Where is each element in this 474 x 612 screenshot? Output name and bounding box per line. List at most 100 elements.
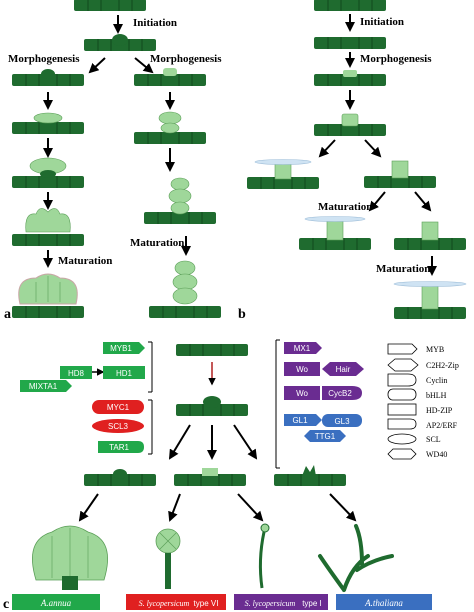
factor-mixta1: MIXTA1 [29, 382, 58, 391]
arrow [88, 57, 106, 74]
trichome-stalk-icon [62, 576, 78, 590]
arrow [318, 139, 336, 158]
caption-s-lycopersicum-type-vi: S. lycopersicum type VI [126, 594, 226, 610]
factor-wo: Wo [296, 365, 308, 374]
wd40-shape [304, 430, 346, 442]
legend-cyclin: Cyclin [426, 376, 447, 385]
cuticle-icon [254, 159, 312, 165]
stem-cell-row-icon [73, 0, 147, 12]
caption-species: S. lycopersicum [245, 599, 296, 608]
legend-bhlh-icon [387, 388, 417, 401]
morphogenesis-label-a: Morphogenesis [8, 53, 80, 65]
ap2erf-shape [98, 441, 144, 453]
maturation-label-b: Maturation [130, 237, 184, 249]
maturation-label-panel-b-2: Maturation [376, 263, 430, 275]
legend-ap2erf-icon [387, 418, 417, 430]
trichome-cell-icon [40, 170, 56, 178]
arrow [168, 493, 181, 522]
panel-b-label: b [238, 307, 246, 322]
stem-cell-row-icon [133, 131, 207, 145]
trichome-cell-icon [160, 122, 180, 134]
factor-gl1: GL1 [292, 416, 308, 425]
arabidopsis-branched-trichome-icon [318, 524, 394, 592]
factor-hd1: HD1 [116, 369, 133, 378]
caption-box [336, 594, 432, 610]
caption-box [234, 594, 328, 610]
stem-cell-row-icon [11, 233, 85, 247]
factor-mx1: MX1 [294, 344, 311, 353]
myb-shape [284, 414, 322, 426]
factor-ttg1: TTG1 [315, 432, 336, 441]
morphogenesis-label-panel-b: Morphogenesis [360, 53, 432, 65]
legend-myb-icon [387, 343, 418, 355]
legend-cyclin-icon [387, 373, 417, 387]
type-i-trichome-icon [258, 531, 266, 589]
trichome-cell-icon [326, 219, 344, 241]
trichome-cell-icon [302, 465, 316, 476]
trichome-cell-icon [172, 273, 198, 291]
initiating-cell-icon [203, 396, 221, 408]
trichome-cell-icon [170, 201, 190, 215]
caption-type: type I [302, 599, 322, 608]
myb-shape [20, 380, 72, 392]
legend-c2h2: C2H2-Zip [426, 361, 459, 370]
left-regulators: MYB1 HD8 HD1 MIXTA1 MYC1 SCL3 TAR1 [20, 341, 153, 455]
legend-ap2erf: AP2/ERF [426, 421, 458, 430]
caption-species: A.thaliana [364, 598, 403, 608]
caption-species: A.annua [40, 598, 72, 608]
right-regulators: MX1 Wo Hair Wo CycB2 GL1 GL3 TTG1 [275, 339, 364, 469]
factor-gl3: GL3 [334, 417, 350, 426]
hdzip-shape [60, 366, 92, 379]
cuticle-icon [393, 281, 467, 287]
factor-cycb2: CycB2 [328, 389, 352, 398]
arrow [368, 191, 386, 212]
initiating-cell-icon [112, 34, 128, 46]
legend-scl-icon [387, 433, 417, 445]
trichome-cell-icon [41, 69, 55, 79]
cuticle-icon [304, 216, 366, 222]
legend-myb: MYB [426, 345, 444, 354]
factor-myc1: MYC1 [107, 403, 130, 412]
trichome-cell-icon [158, 111, 182, 125]
initiation-label-b: Initiation [360, 16, 404, 28]
legend-wd40: WD40 [426, 450, 447, 459]
legend-bhlh: bHLH [426, 391, 447, 400]
legend-hdzip: HD-ZIP [426, 406, 453, 415]
trichome-cell-icon [391, 160, 409, 179]
panel-c: MYB1 HD8 HD1 MIXTA1 MYC1 SCL3 TAR1 [3, 339, 459, 612]
trichome-cell-icon [341, 113, 359, 127]
factor-hair: Hair [336, 365, 351, 374]
morphogenesis-label-b: Morphogenesis [150, 53, 222, 65]
maturation-label-a: Maturation [58, 255, 112, 267]
trichome-cell-icon [343, 70, 357, 77]
legend-wd40-icon [387, 448, 417, 460]
caption-species: S. lycopersicum [139, 599, 190, 608]
caption-type: type VI [194, 599, 219, 608]
trichome-cell-icon [172, 287, 198, 305]
trichome-cell-icon [421, 221, 439, 241]
maturation-label-panel-b: Maturation [318, 201, 372, 213]
legend: MYB C2H2-Zip Cyclin bHLH HD-ZIP AP2/ERF … [387, 343, 459, 460]
panel-a-label: a [4, 307, 11, 322]
factor-myb1: MYB1 [110, 344, 132, 353]
panel-b: Initiation Morphogenesis Maturation Matu… [238, 0, 467, 322]
cyclin-shape [322, 386, 362, 400]
trichome-cell-icon [113, 469, 127, 479]
factor-scl3: SCL3 [108, 422, 129, 431]
type-i-gland-icon [260, 523, 270, 533]
hdzip-shape [284, 362, 320, 376]
trichome-head-icon [25, 208, 71, 233]
trichome-cell-icon [170, 177, 190, 191]
arrow [78, 493, 99, 522]
caption-a-annua: A.annua [12, 594, 100, 610]
hdzip-shape [103, 366, 145, 379]
panel-a: Initiation Morphogenesis Morphogenesis M… [4, 0, 222, 322]
trichome-cell-icon [168, 188, 192, 204]
trichome-cell-icon [202, 468, 218, 476]
c2h2-shape [322, 362, 364, 376]
trichome-cell-icon [163, 68, 177, 76]
factor-hd8: HD8 [68, 369, 85, 378]
factor-tar1: TAR1 [109, 443, 129, 452]
legend-c2h2-icon [387, 358, 419, 372]
